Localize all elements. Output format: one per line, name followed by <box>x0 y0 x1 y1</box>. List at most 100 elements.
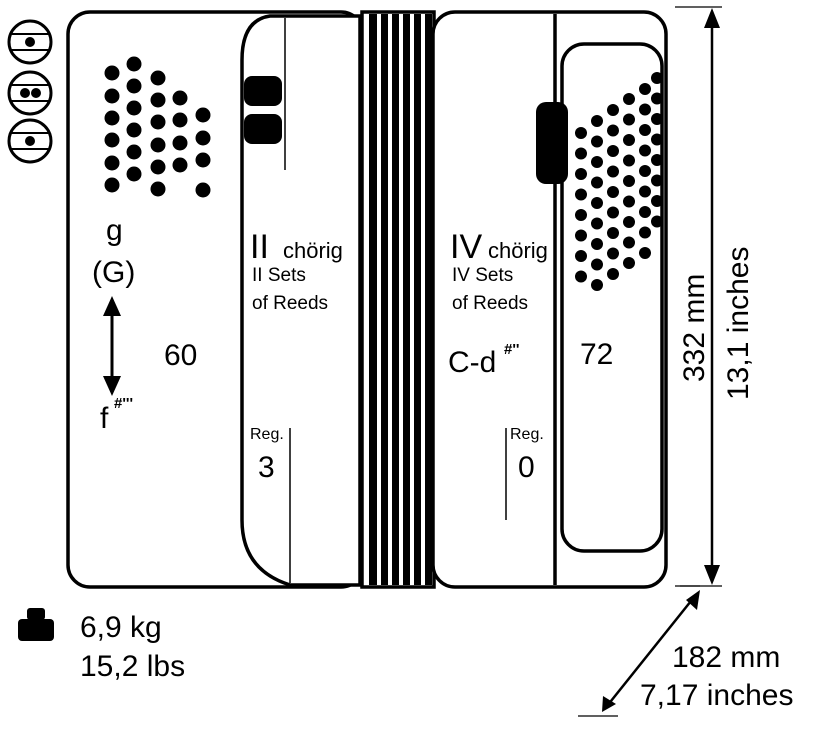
treble-sets-line: II Sets <box>252 265 306 286</box>
depth-mm: 182 mm <box>672 641 780 674</box>
treble-choir-word: chörig <box>283 238 343 263</box>
button-dot <box>591 258 603 271</box>
button-dot <box>623 93 635 105</box>
button-dot <box>607 104 619 116</box>
bass-reg-value: 0 <box>518 451 535 484</box>
button-dot <box>195 182 211 198</box>
button-dot <box>607 268 619 280</box>
weight-kg: 6,9 kg <box>80 611 162 644</box>
button-dot <box>126 122 142 138</box>
button-dot <box>639 185 651 198</box>
treble-range-top-alt: (G) <box>92 256 135 289</box>
bass-button-board <box>560 42 664 553</box>
button-dot <box>172 112 188 128</box>
button-dot <box>623 236 635 249</box>
button-dot <box>623 154 635 167</box>
button-dot <box>607 124 619 137</box>
depth-inches: 7,17 inches <box>640 679 793 712</box>
button-dot <box>591 238 603 250</box>
treble-reg-value: 3 <box>258 451 275 484</box>
treble-keyboard <box>240 14 362 587</box>
button-dot <box>104 65 120 81</box>
treble-reg-label: Reg. <box>250 426 284 443</box>
bellows <box>360 10 436 589</box>
button-dot <box>126 78 142 94</box>
button-dot <box>575 188 587 201</box>
button-dot <box>591 135 603 148</box>
bass-choir-word: chörig <box>488 238 548 263</box>
treble-button-dots <box>104 56 211 198</box>
bass-button-count: 72 <box>580 338 613 371</box>
button-dot <box>575 229 587 242</box>
button-dot <box>126 100 142 116</box>
button-dot <box>607 227 619 239</box>
button-dot <box>623 195 635 208</box>
button-dot <box>150 159 166 175</box>
button-dot <box>591 115 603 127</box>
weight-lbs: 15,2 lbs <box>80 650 185 683</box>
treble-reeds-line: of Reeds <box>252 293 328 314</box>
treble-range-bottom-sup: #''' <box>114 395 133 412</box>
button-dot <box>639 206 651 218</box>
button-dot <box>651 215 663 228</box>
button-dot <box>172 90 188 106</box>
treble-range-bottom: f <box>100 402 109 435</box>
button-dot <box>195 130 211 146</box>
button-dot <box>639 247 651 259</box>
treble-key-count: 60 <box>164 339 197 372</box>
treble-choir-numeral: II <box>250 228 269 266</box>
button-dot <box>195 107 211 123</box>
bass-strap <box>536 102 568 184</box>
register-switch-icon-1 <box>7 19 53 65</box>
button-dot <box>104 177 120 193</box>
button-dot <box>591 197 603 209</box>
button-dot <box>623 216 635 228</box>
button-dot <box>639 165 651 177</box>
height-inches: 13,1 inches <box>722 247 755 400</box>
button-dot <box>651 92 663 105</box>
register-switch-icon-2 <box>7 70 53 116</box>
button-dot <box>639 83 651 95</box>
button-dot <box>651 195 663 207</box>
bass-sets-line: IV Sets <box>452 265 513 286</box>
register-switch-icon-3 <box>7 118 53 164</box>
button-dot <box>172 135 188 151</box>
button-dot <box>575 270 587 283</box>
button-dot <box>150 137 166 153</box>
button-dot <box>126 56 142 72</box>
button-dot <box>651 154 663 166</box>
treble-switch-upper <box>244 76 282 106</box>
button-dot <box>104 88 120 104</box>
button-dot <box>651 133 663 146</box>
button-dot <box>623 257 635 269</box>
button-dot <box>150 181 166 197</box>
button-dot <box>623 175 635 187</box>
treble-range-arrow <box>103 296 121 396</box>
button-dot <box>575 168 587 180</box>
bass-range: C-d <box>448 346 496 379</box>
button-dot <box>623 134 635 146</box>
button-dot <box>607 145 619 157</box>
depth-dimension <box>578 585 700 717</box>
button-dot <box>126 144 142 160</box>
button-dot <box>639 124 651 136</box>
treble-switch-lower <box>244 114 282 144</box>
button-dot <box>607 186 619 198</box>
button-dot <box>150 70 166 86</box>
button-dot <box>104 132 120 148</box>
button-dot <box>591 279 603 291</box>
bass-choir-numeral: IV <box>450 228 482 266</box>
button-dot <box>575 147 587 160</box>
button-dot <box>623 113 635 126</box>
button-dot <box>172 157 188 173</box>
button-dot <box>195 152 211 168</box>
button-dot <box>639 144 651 157</box>
button-dot <box>150 92 166 108</box>
bass-reeds-line: of Reeds <box>452 293 528 314</box>
button-dot <box>607 247 619 260</box>
button-dot <box>126 166 142 182</box>
button-dot <box>104 110 120 126</box>
button-dot <box>651 174 663 187</box>
button-dot <box>104 155 120 171</box>
